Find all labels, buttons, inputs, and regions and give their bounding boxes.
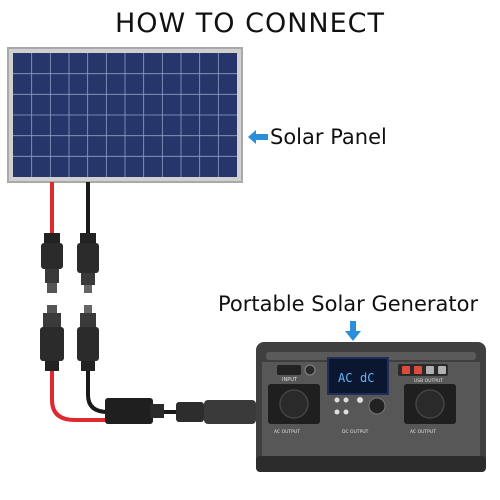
ac-output-label-left: AC OUTPUT xyxy=(274,429,300,435)
generator-body xyxy=(256,342,486,472)
dc-plug xyxy=(176,400,268,424)
generator-label: Portable Solar Generator xyxy=(218,292,479,316)
display-right: dC xyxy=(360,371,374,385)
mc4-connector-upper xyxy=(41,233,99,293)
display-left: AC xyxy=(338,371,352,385)
dc-output-label: DC OUTPUT xyxy=(342,429,369,435)
mc4-connector-lower xyxy=(40,305,99,371)
solar-panel-label: Solar Panel xyxy=(270,125,387,149)
arrow-left-icon xyxy=(248,130,268,144)
arrow-down-icon xyxy=(345,321,361,341)
solar-panel xyxy=(7,47,243,183)
y-adapter xyxy=(105,398,164,424)
usb-label: USB OUTPUT xyxy=(414,378,443,384)
page-title: HOW TO CONNECT xyxy=(114,8,386,39)
ac-output-label-right: AC OUTPUT xyxy=(410,429,436,435)
input-label: INPUT xyxy=(282,377,298,383)
panel-cables xyxy=(50,182,90,235)
